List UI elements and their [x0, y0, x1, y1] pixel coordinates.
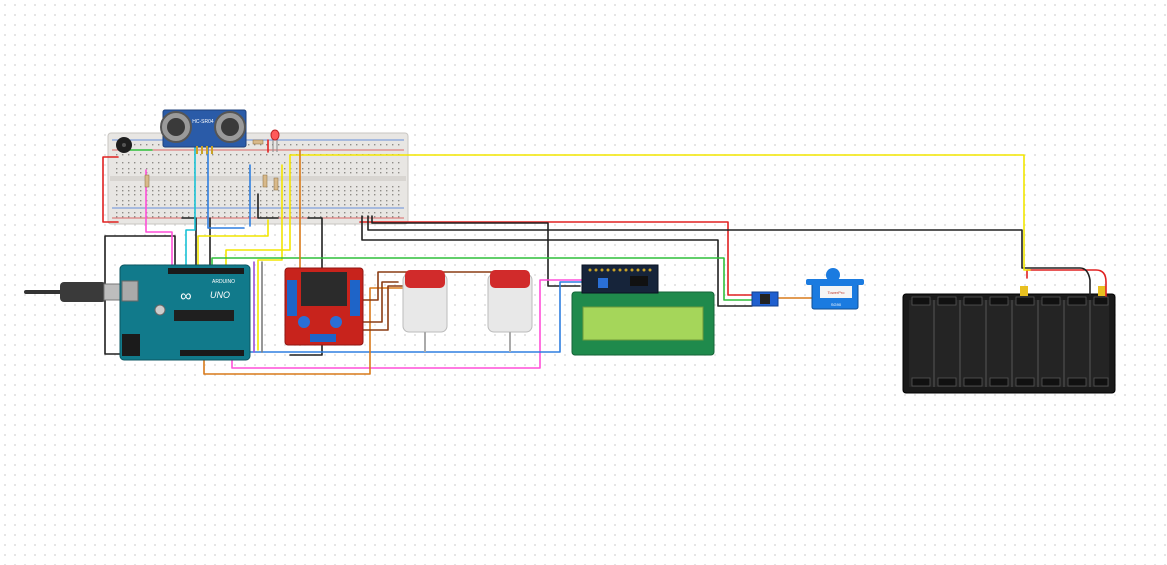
- led: [270, 129, 280, 152]
- resistors: [144, 139, 279, 191]
- wire-red: [359, 221, 753, 296]
- buzzer: [116, 137, 132, 153]
- dc-motor: [402, 270, 448, 352]
- servo-model-label: SG90: [831, 302, 842, 307]
- arduino-brand-label: ARDUINO: [212, 279, 235, 285]
- wire-black: [257, 193, 279, 219]
- wire-black: [371, 215, 581, 287]
- servo-brand-label: TowerPro: [828, 290, 846, 295]
- servo-connector: [751, 291, 779, 307]
- motor-driver: [284, 267, 364, 346]
- wire-brown: [361, 281, 399, 323]
- wire-yellow: [289, 154, 1031, 271]
- wire-brown: [361, 285, 407, 331]
- battery-pack: [902, 286, 1116, 394]
- wire-red: [102, 156, 119, 223]
- wire-green: [211, 257, 753, 301]
- ultrasonic-sensor: HC-SR04: [160, 109, 247, 154]
- lcd-display: [571, 291, 715, 356]
- servo-motor: TowerPro SG90: [806, 268, 864, 310]
- wire-black: [361, 215, 753, 307]
- wire-pink: [231, 279, 583, 369]
- wire-blue: [207, 144, 245, 229]
- arduino-model-label: UNO: [210, 290, 230, 300]
- wires: [102, 139, 1107, 375]
- wire-yellow: [257, 164, 283, 351]
- arduino-logo: ∞: [180, 288, 191, 305]
- usb-cable: [24, 282, 127, 302]
- dc-motor: [487, 270, 533, 352]
- wire-black: [367, 215, 1091, 297]
- wire-red: [1026, 269, 1107, 297]
- arduino-uno: ∞ ARDUINO UNO: [119, 264, 251, 361]
- ultrasonic-model-label: HC-SR04: [192, 119, 214, 125]
- i2c-backpack: [581, 264, 659, 294]
